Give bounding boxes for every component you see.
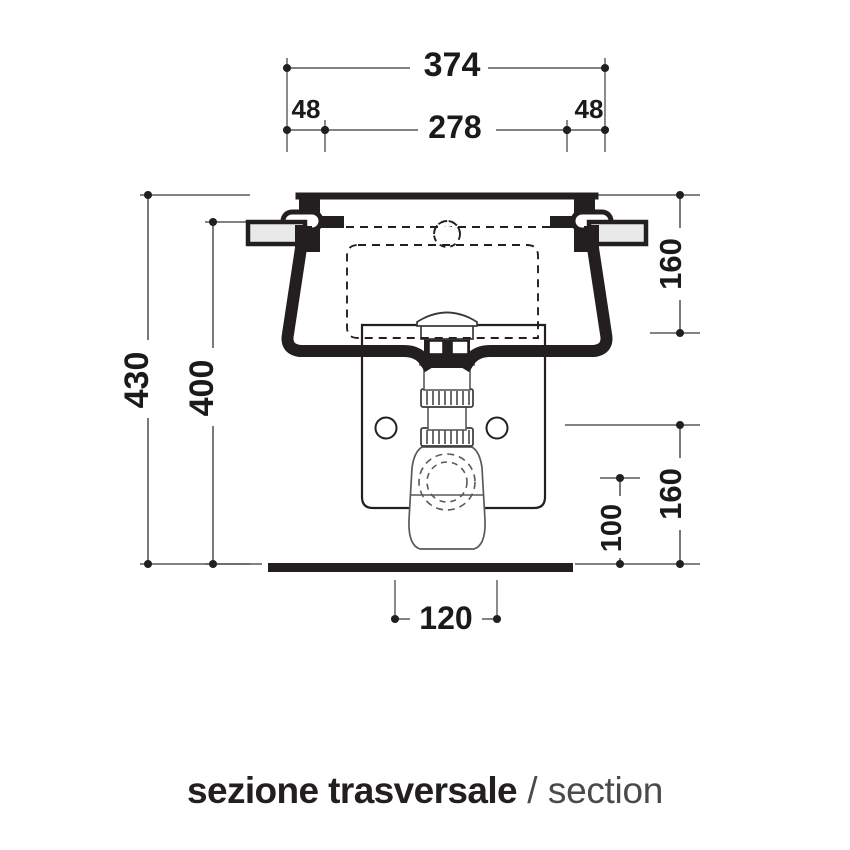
label-bg-160-upper xyxy=(662,228,700,300)
waste-trap xyxy=(408,446,486,550)
label-bg-160-lower xyxy=(662,458,700,530)
basin-wall-right xyxy=(458,225,613,373)
trap-tailpipe xyxy=(427,403,467,431)
waste-seat-void-right xyxy=(451,340,469,355)
dimension-374: 374 xyxy=(424,46,481,84)
hidden-bowl-outline xyxy=(346,244,539,339)
dimension-160-upper: 160 xyxy=(653,238,688,290)
label-bg-100 xyxy=(602,496,640,558)
caption-english: section xyxy=(547,770,664,811)
overflow-arc-top xyxy=(433,220,461,235)
floor-slab xyxy=(268,563,573,572)
label-bg-400 xyxy=(193,348,233,426)
basin-section xyxy=(245,192,649,373)
overflow-mask xyxy=(435,226,459,234)
dimension-48-left: 48 xyxy=(292,94,321,124)
waste-seat-void-left xyxy=(428,340,444,355)
label-bg-430 xyxy=(128,340,168,418)
waste-plug xyxy=(416,311,478,340)
dimension-400: 400 xyxy=(183,360,221,417)
hidden-overflow-circle xyxy=(433,220,461,248)
dimension-160-lower: 160 xyxy=(653,468,688,520)
panel-hole-left xyxy=(374,416,398,440)
dimension-430: 430 xyxy=(118,352,156,409)
caption-separator: / xyxy=(517,770,548,811)
label-bg-120 xyxy=(410,598,482,632)
trap-nut-lower xyxy=(420,427,474,447)
panel-hole-right xyxy=(485,416,509,440)
dimension-100: 100 xyxy=(596,504,628,552)
dimension-278: 278 xyxy=(428,109,481,145)
dimension-120: 120 xyxy=(419,600,472,636)
basin-wall-left xyxy=(281,225,436,373)
trap-nut-upper xyxy=(420,388,474,408)
dimension-48-right: 48 xyxy=(575,94,604,124)
label-bg-278 xyxy=(418,108,496,142)
caption: sezione trasversale / section xyxy=(0,770,850,812)
label-bg-374 xyxy=(410,44,488,78)
caption-italian: sezione trasversale xyxy=(186,770,518,811)
